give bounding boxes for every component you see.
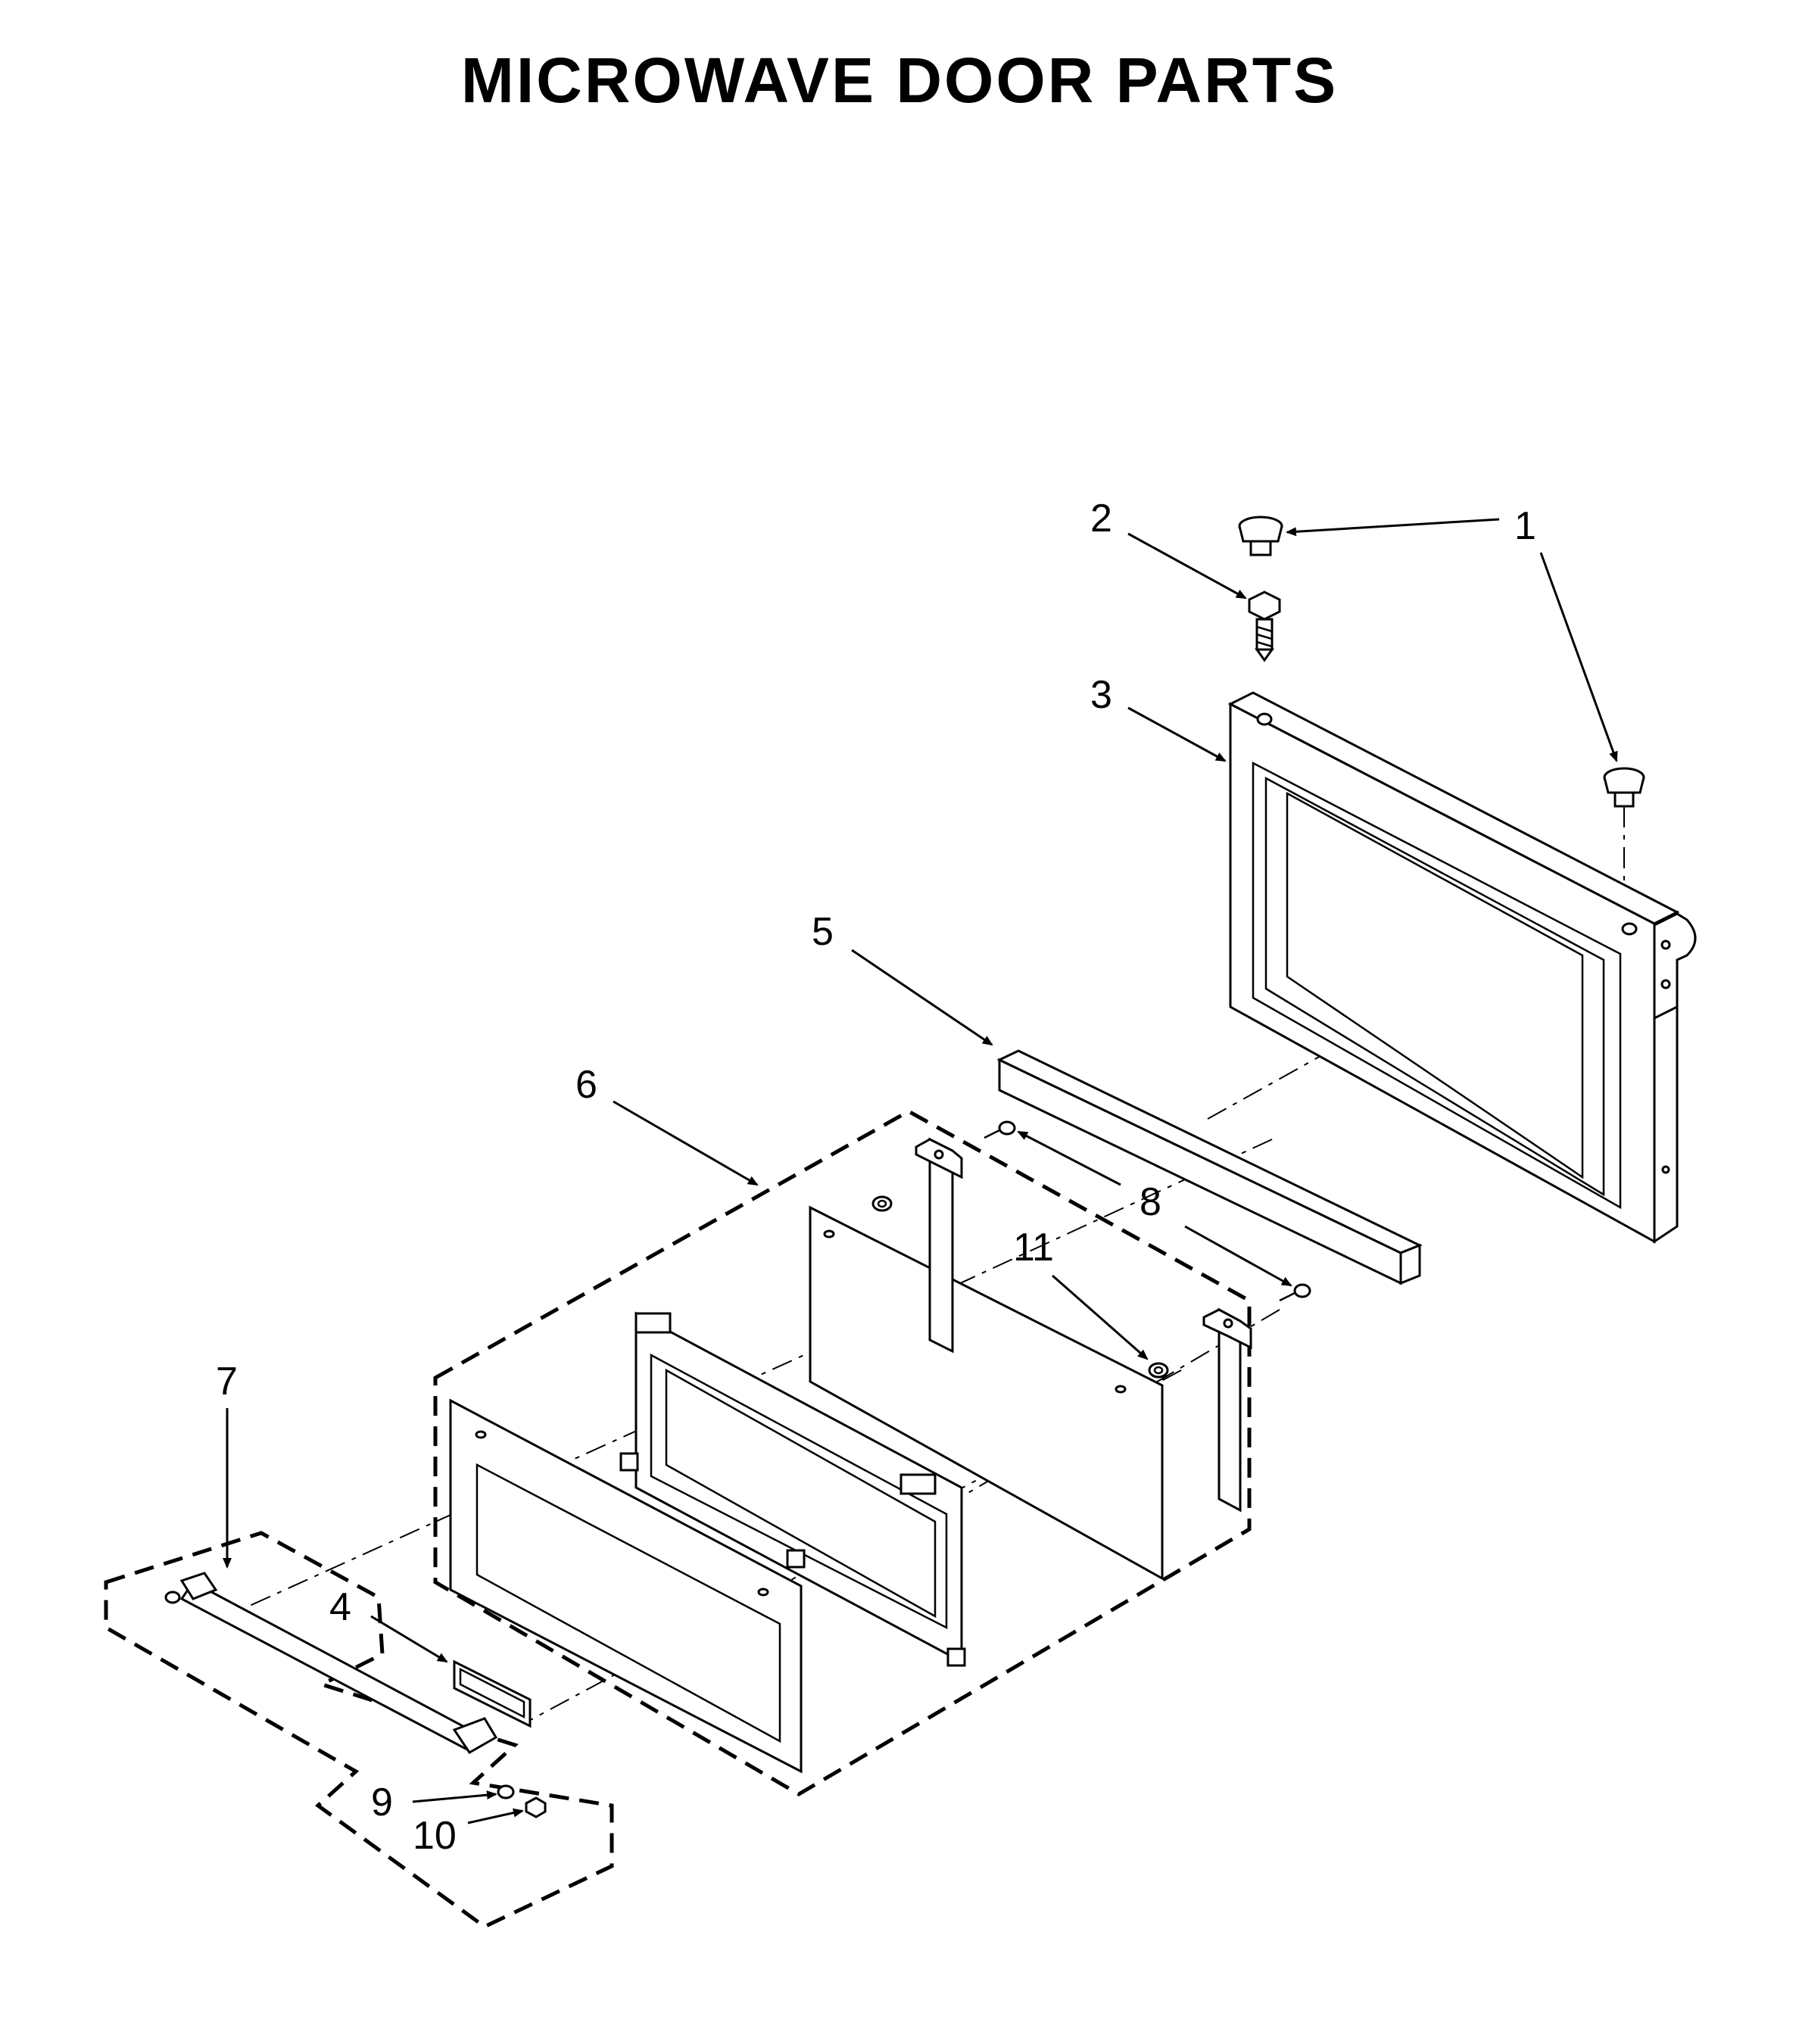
callout-9: 9 bbox=[371, 1781, 393, 1824]
washer-icon bbox=[1279, 1283, 1311, 1302]
callout-4: 4 bbox=[329, 1585, 351, 1629]
plug-icon bbox=[1238, 516, 1283, 556]
inner-door-panel bbox=[1227, 691, 1697, 1244]
washer-icon bbox=[497, 1784, 515, 1799]
outer-door-panel bbox=[449, 1398, 803, 1774]
washer-icon bbox=[984, 1120, 1016, 1139]
washer-icon bbox=[871, 1195, 893, 1212]
screw-icon bbox=[1248, 590, 1281, 662]
callout-2: 2 bbox=[1090, 497, 1112, 541]
callout-11: 11 bbox=[1013, 1226, 1054, 1270]
door-assembly-boundary bbox=[433, 1109, 1252, 1796]
screw-icon bbox=[525, 1796, 547, 1818]
callout-10: 10 bbox=[413, 1814, 457, 1858]
callout-3: 3 bbox=[1090, 673, 1112, 717]
washer-icon bbox=[1148, 1362, 1169, 1379]
callout-7: 7 bbox=[216, 1360, 238, 1404]
callout-6: 6 bbox=[575, 1063, 597, 1107]
hinge-bracket bbox=[915, 1137, 963, 1354]
hinge-bracket bbox=[1202, 1307, 1252, 1513]
choke-bar bbox=[996, 1049, 1423, 1285]
glass-panel bbox=[809, 1205, 1164, 1581]
plug-icon bbox=[1603, 767, 1645, 808]
door-handle bbox=[164, 1572, 498, 1754]
handle-assembly-boundary bbox=[104, 1531, 614, 1929]
page-title: MICROWAVE DOOR PARTS bbox=[460, 45, 1339, 116]
callout-1: 1 bbox=[1514, 504, 1536, 548]
logo-badge bbox=[453, 1659, 532, 1728]
door-frame bbox=[619, 1311, 966, 1667]
guide-line bbox=[234, 1343, 830, 1613]
callout-5: 5 bbox=[812, 910, 834, 954]
callout-8: 8 bbox=[1140, 1180, 1161, 1224]
